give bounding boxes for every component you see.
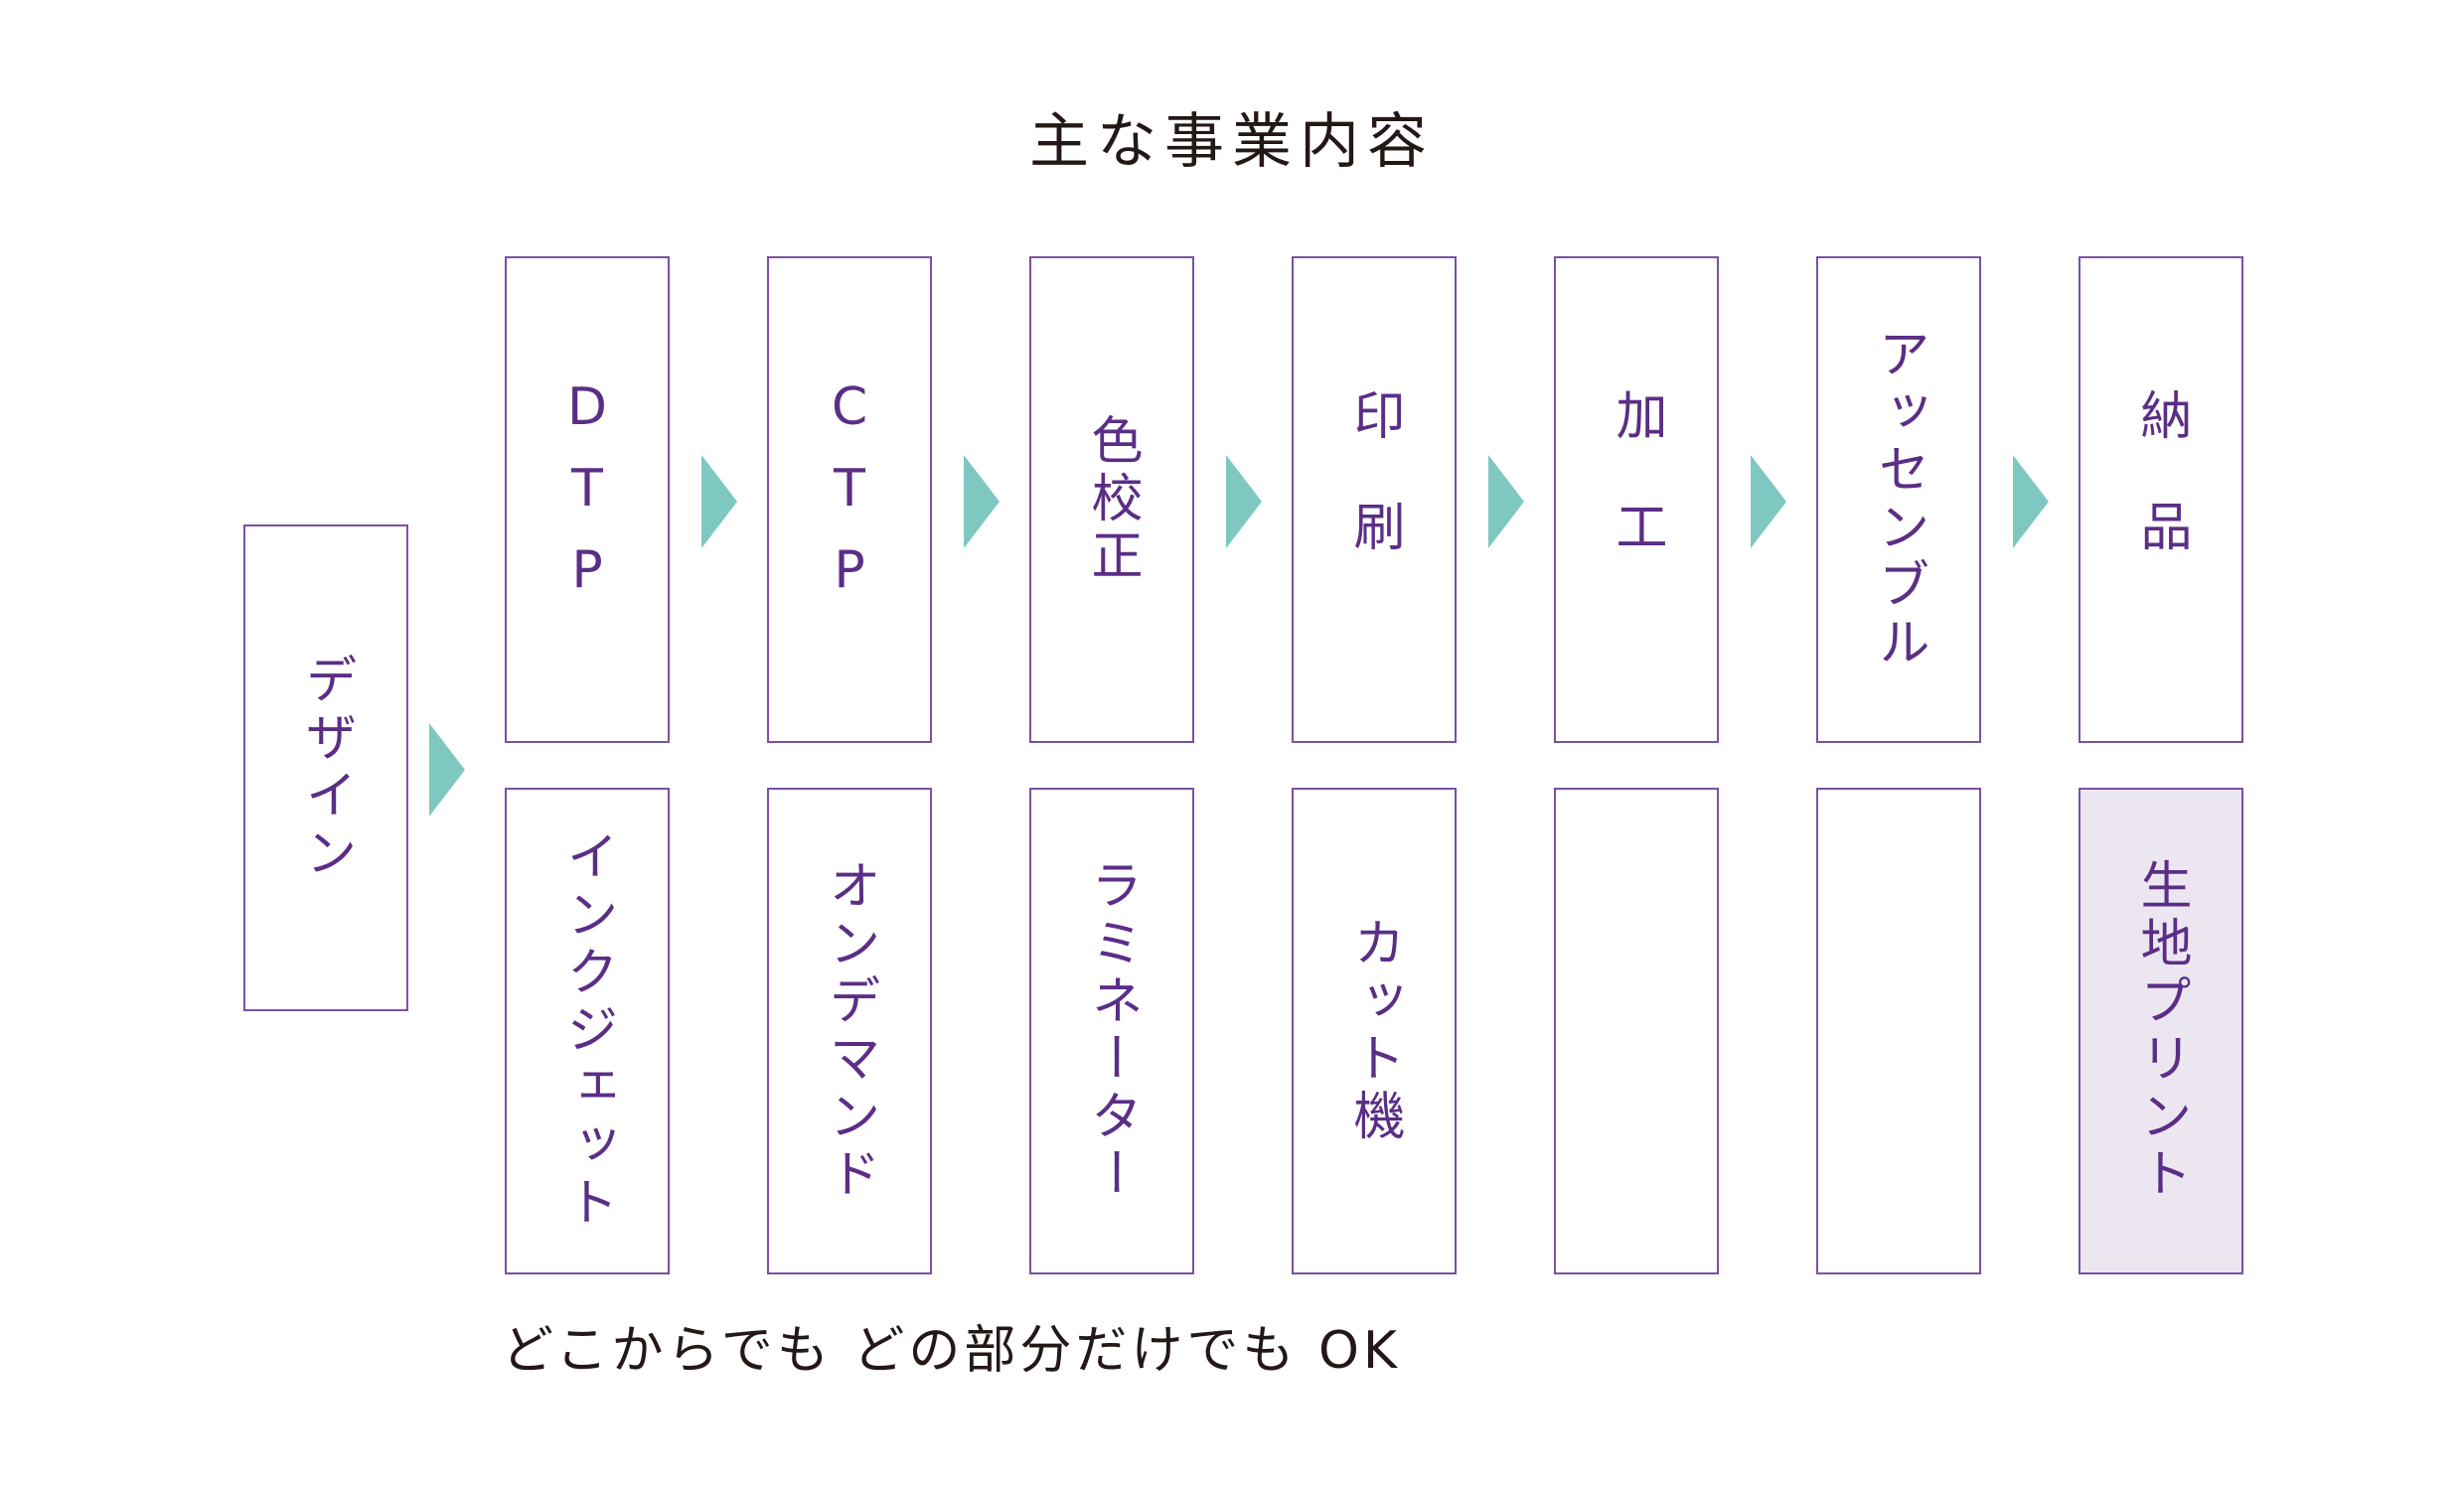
step-label: CTP xyxy=(820,377,879,622)
step-label: アッセンブル xyxy=(1869,327,1928,672)
step-label: 加工 xyxy=(1607,388,1666,611)
step-box-processing: 加工 xyxy=(1554,256,1719,743)
step-label: 色校正 xyxy=(1082,413,1142,586)
arrow-right-icon xyxy=(964,455,1000,548)
sub-label: インクジェット xyxy=(557,829,617,1233)
sub-box-inkjet: インクジェット xyxy=(505,788,670,1274)
sub-label: カット機 xyxy=(1344,916,1404,1146)
sub-box-empty xyxy=(1816,788,1981,1274)
arrow-right-icon xyxy=(429,723,465,817)
sub-box-cutting-machine: カット機 xyxy=(1292,788,1457,1274)
sub-label: 生地プリント xyxy=(2131,858,2191,1204)
step-box-ctp: CTP xyxy=(767,256,932,743)
step-box-design: デザイン xyxy=(243,524,408,1011)
step-box-color-proof: 色校正 xyxy=(1029,256,1194,743)
step-label: 印刷 xyxy=(1344,388,1404,611)
step-box-delivery: 納品 xyxy=(2079,256,2243,743)
step-box-printing: 印刷 xyxy=(1292,256,1457,743)
sub-box-on-demand: オンデマンド xyxy=(767,788,932,1274)
step-label: デザイン xyxy=(296,653,356,883)
arrow-right-icon xyxy=(2013,455,2049,548)
step-label: 納品 xyxy=(2131,388,2191,611)
page-title: 主な事業内容 xyxy=(1029,107,1435,177)
step-box-dtp: DTP xyxy=(505,256,670,743)
sub-label: ラミネーター xyxy=(1082,858,1142,1204)
arrow-right-icon xyxy=(1488,455,1524,548)
sub-box-laminator: ラミネーター xyxy=(1029,788,1194,1274)
sub-box-fabric-print: 生地プリント xyxy=(2079,788,2243,1274)
arrow-right-icon xyxy=(1226,455,1262,548)
sub-box-empty xyxy=(1554,788,1719,1274)
arrow-right-icon xyxy=(701,455,737,548)
footer-note: どこからでも どの部分だけでも OK xyxy=(502,1321,1401,1381)
arrow-right-icon xyxy=(1751,455,1786,548)
sub-label: オンデマンド xyxy=(820,858,879,1204)
step-label: DTP xyxy=(557,377,617,622)
step-box-assembly: アッセンブル xyxy=(1816,256,1981,743)
